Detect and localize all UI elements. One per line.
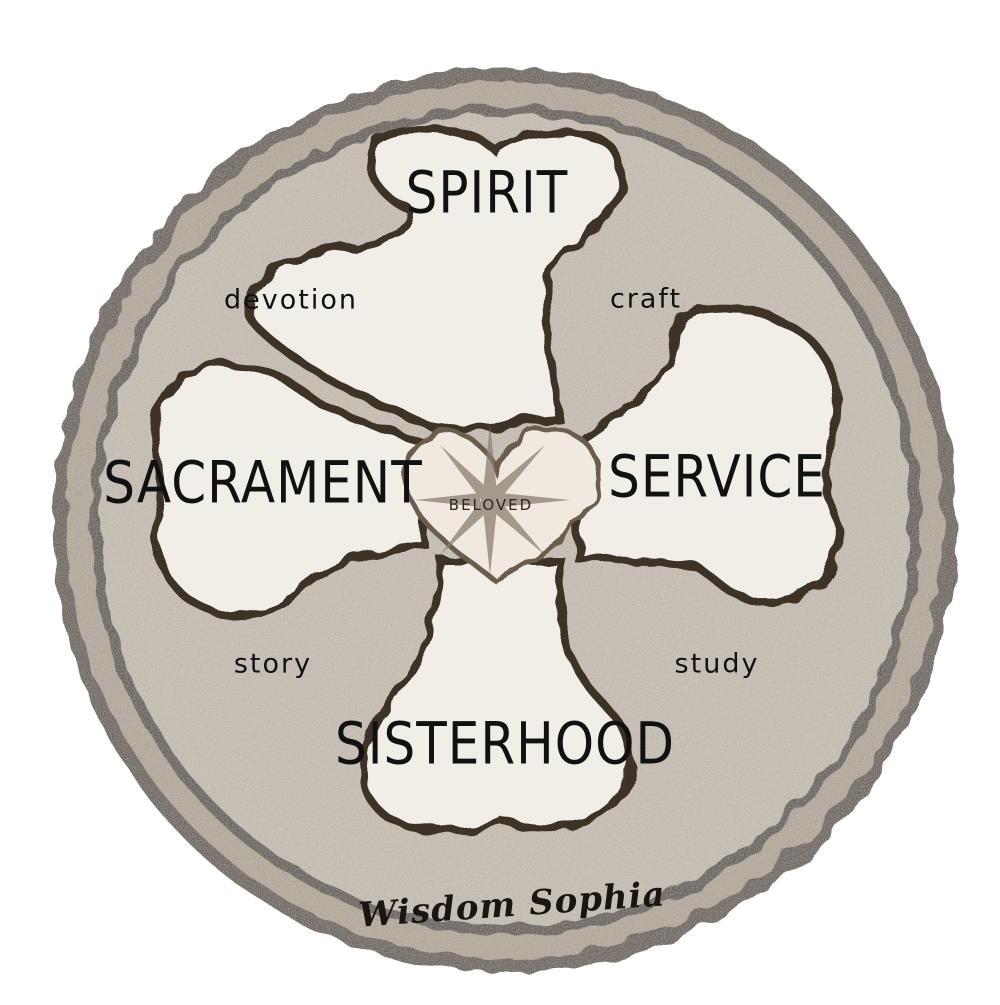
label-service: SERVICE [608,443,826,511]
petal-left [151,359,430,620]
petal-right [570,304,842,607]
petal-top [245,126,627,435]
label-sisterhood: SISTERHOOD [335,710,675,778]
label-story: story [233,648,313,680]
label-devotion: devotion [224,284,358,316]
label-beloved: BELOVED [448,496,534,514]
label-craft: craft [609,283,683,315]
center-heart [402,425,602,583]
label-spirit: SPIRIT [405,159,569,227]
compass-star-icon [415,425,570,575]
label-sacrament: SACRAMENT [103,449,423,517]
label-study: study [674,648,760,680]
petal-bottom [358,556,634,835]
petals [151,126,842,835]
